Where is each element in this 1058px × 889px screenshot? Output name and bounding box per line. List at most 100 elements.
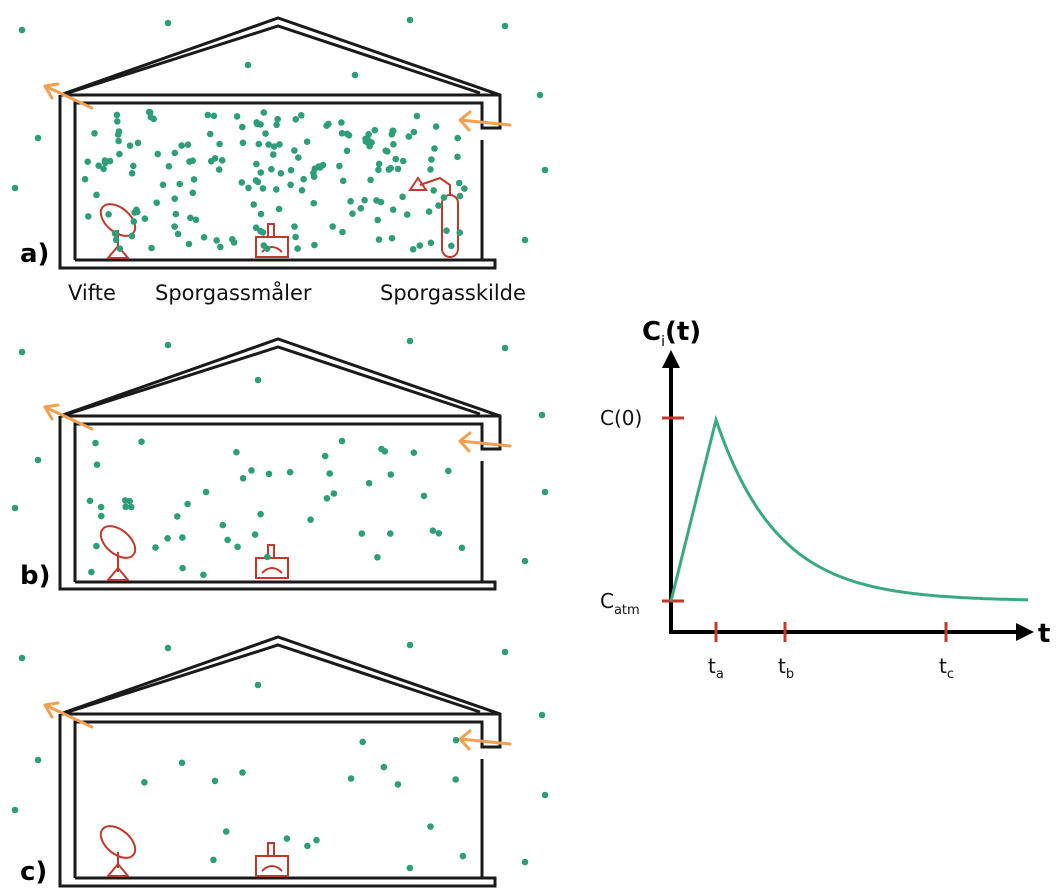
tracer-dot	[361, 196, 368, 204]
tracer-dot	[373, 197, 380, 204]
tracer-dot	[287, 166, 295, 174]
tracer-dot	[300, 175, 307, 183]
tracer-dot	[270, 143, 278, 150]
tracer-dot	[239, 769, 246, 776]
tracer-dot	[427, 823, 434, 830]
tracer-dot	[130, 218, 138, 225]
tracer-dot	[115, 128, 123, 135]
tracer-dot	[432, 123, 440, 130]
tracer-dot	[428, 156, 435, 163]
tracer-dot	[248, 467, 255, 474]
tracer-dot	[307, 516, 314, 523]
tracer-dot	[234, 543, 241, 551]
tracer-dots-b	[11, 337, 549, 579]
tracer-dot	[427, 166, 434, 173]
tracer-dot	[245, 184, 252, 192]
tracer-dot	[291, 223, 298, 230]
tracer-dot	[268, 165, 275, 173]
tracer-dot	[521, 858, 529, 866]
tracer-dot	[210, 112, 218, 120]
tracer-dot	[171, 195, 178, 202]
tracer-dot	[387, 530, 394, 537]
tracer-dot	[252, 177, 260, 184]
tracer-dot	[115, 137, 122, 145]
tracer-dot	[18, 348, 26, 356]
tracer-dot	[211, 777, 219, 785]
tracer-dot	[310, 173, 318, 180]
tracer-dot	[224, 536, 231, 544]
panel-b-letter: b)	[20, 561, 51, 591]
tracer-dot	[410, 449, 418, 457]
house-a	[58, 16, 502, 270]
tracer-dot	[456, 229, 464, 236]
tracer-dot	[291, 147, 298, 154]
meter-c	[255, 842, 289, 877]
tracer-dot	[399, 193, 406, 201]
tracer-dot	[294, 245, 301, 252]
tracer-dot	[394, 165, 402, 173]
tracer-dot	[287, 181, 294, 189]
panel-c: c)	[11, 635, 549, 888]
tracer-dot	[219, 521, 227, 529]
tracer-dot	[229, 236, 236, 243]
tracer-dot	[459, 852, 467, 860]
tracer-dot	[461, 185, 468, 192]
tracer-dot	[260, 109, 268, 116]
tracer-dot	[164, 19, 172, 27]
meter-a	[255, 223, 289, 258]
tracer-dot	[204, 111, 212, 119]
tracer-dot	[34, 756, 42, 764]
tracer-dot	[253, 160, 260, 168]
tracer-dot	[406, 864, 414, 872]
tracer-dot	[347, 775, 355, 782]
tracer-dot	[184, 500, 191, 508]
tracer-dot	[456, 192, 464, 200]
tracer-dot	[130, 162, 137, 170]
tracer-dot	[429, 527, 437, 534]
tracer-dot	[174, 513, 181, 520]
tracer-dot	[410, 128, 418, 136]
tracer-dot	[11, 504, 19, 512]
tracer-dot	[366, 142, 373, 150]
tracer-dot	[252, 224, 260, 231]
tracer-dot	[416, 242, 424, 249]
tracer-dot	[264, 553, 271, 561]
tracer-dot	[365, 479, 373, 487]
tracer-dot	[211, 155, 219, 162]
tracer-dot	[336, 162, 343, 170]
tracer-dot	[339, 228, 346, 236]
tracer-dot	[275, 205, 283, 213]
tracer-dot	[521, 236, 529, 244]
tracer-dot	[382, 147, 390, 154]
tracer-dot	[431, 145, 438, 152]
tracer-dot	[202, 488, 210, 496]
tracer-dot	[292, 233, 299, 241]
house-b	[58, 337, 502, 591]
tracer-dot	[454, 153, 461, 161]
tracer-dot	[95, 162, 102, 169]
tracer-dot	[116, 245, 124, 252]
label-source: Sporgasskilde	[380, 281, 526, 305]
tracer-dot	[374, 216, 382, 224]
tracer-dot	[286, 468, 294, 476]
tracer-dot	[257, 210, 265, 218]
tracer-dot	[435, 202, 442, 209]
tracer-dot	[440, 194, 448, 201]
tracer-dot	[388, 131, 396, 138]
tracer-dot	[85, 213, 92, 220]
tracer-dot	[330, 490, 338, 497]
tracer-dot	[257, 169, 265, 176]
tracer-dot	[321, 452, 329, 460]
tracer-dot	[18, 26, 26, 34]
tracer-dot	[273, 186, 280, 193]
tracer-dot	[128, 170, 136, 177]
panel-b: b)	[11, 337, 549, 591]
concentration-curve	[669, 414, 1028, 602]
tracer-dot	[277, 170, 285, 177]
tracer-dot	[304, 842, 311, 850]
tracer-dot	[171, 223, 178, 230]
tracer-dot	[338, 437, 346, 445]
tracer-dot	[153, 199, 160, 206]
tracer-dot	[501, 344, 509, 352]
